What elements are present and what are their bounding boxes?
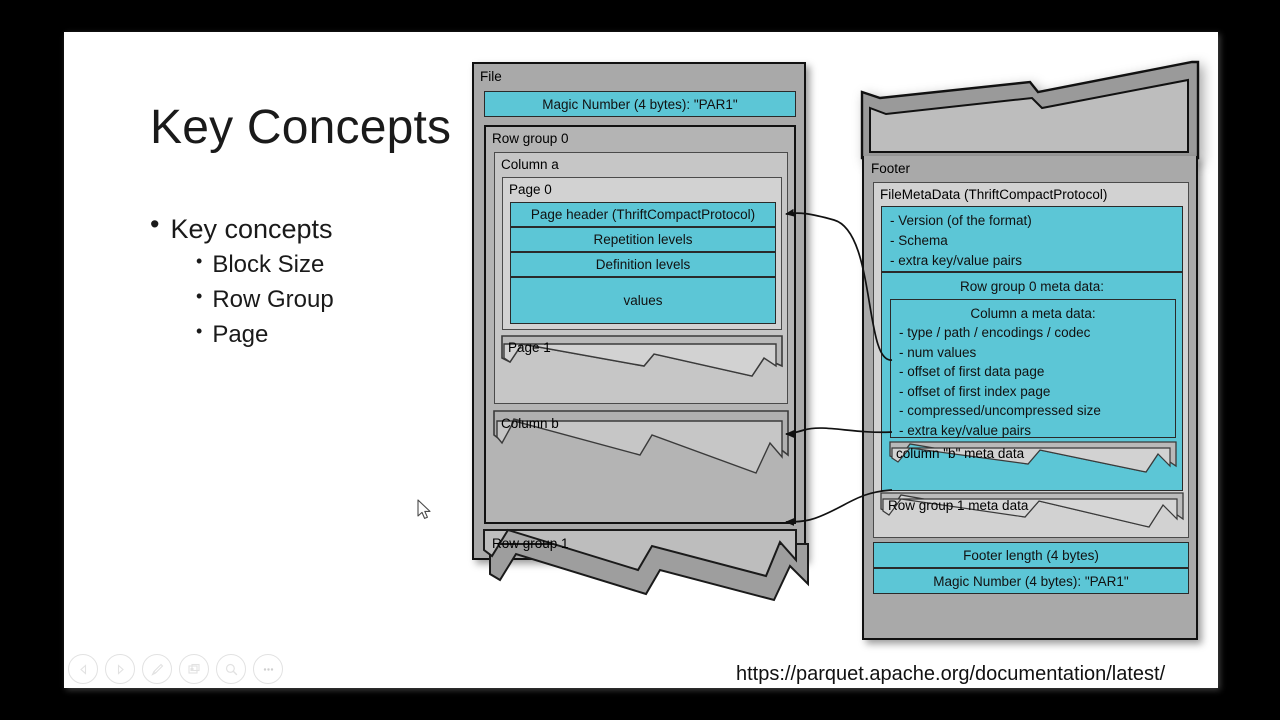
file-metadata-label: FileMetaData (ThriftCompactProtocol): [880, 187, 1108, 202]
previous-slide-button[interactable]: [68, 654, 98, 684]
page-header-block: Page header (ThriftCompactProtocol): [510, 202, 776, 227]
footer-panel-body: Footer FileMetaData (ThriftCompactProtoc…: [862, 156, 1198, 640]
column-a-meta-item: - type / path / encodings / codec: [899, 325, 1091, 340]
bullet-dot-icon: •: [196, 286, 203, 307]
bullet-dot-icon: •: [196, 251, 203, 272]
footer-length-block: Footer length (4 bytes): [873, 542, 1189, 568]
chevron-left-icon: [79, 663, 86, 675]
mouse-cursor: [417, 499, 431, 519]
column-a-meta: Column a meta data: - type / path / enco…: [890, 299, 1176, 438]
row-group-0-label: Row group 0: [492, 131, 569, 146]
slide-canvas: Key Concepts • Key concepts • Block Size…: [64, 32, 1218, 688]
page-title: Key Concepts: [150, 101, 452, 154]
column-a-meta-item: - compressed/uncompressed size: [899, 403, 1101, 419]
page-1-torn-shape: [501, 335, 783, 377]
metadata-item: - Schema: [890, 232, 948, 248]
chevron-right-icon: [117, 663, 124, 675]
pen-annotate-button[interactable]: [142, 654, 172, 684]
column-a-label: Column a: [501, 157, 559, 172]
footer-panel: Footer FileMetaData (ThriftCompactProtoc…: [860, 60, 1206, 640]
bullet-text: Page: [212, 320, 269, 348]
more-options-button[interactable]: [253, 654, 283, 684]
column-b-torn-shape: [493, 410, 789, 474]
footer-magic-number: Magic Number (4 bytes): "PAR1": [873, 568, 1189, 594]
file-metadata-box: FileMetaData (ThriftCompactProtocol) - V…: [873, 182, 1189, 538]
row-group-1: Row group 1: [483, 528, 809, 616]
file-panel-label: File: [480, 69, 502, 84]
pen-icon: [150, 663, 163, 676]
grid-slides-icon: [187, 663, 200, 674]
list-item: • Block Size: [196, 248, 480, 283]
magnifier-icon: [225, 663, 237, 675]
bullet-dot-icon: •: [150, 209, 160, 239]
column-a-meta-item: - offset of first index page: [899, 383, 1051, 399]
page-0-label: Page 0: [509, 182, 552, 197]
page-0: Page 0 Page header (ThriftCompactProtoco…: [502, 177, 782, 330]
column-a-meta-label: Column a meta data:: [970, 305, 1096, 321]
row-group-1-torn-shape: [483, 528, 809, 602]
row-group-0-meta: Row group 0 meta data: Column a meta dat…: [881, 272, 1183, 491]
source-url: https://parquet.apache.org/documentation…: [736, 663, 1166, 685]
column-b-meta-label: column "b" meta data: [896, 446, 1025, 461]
file-panel: File Magic Number (4 bytes): "PAR1" Row …: [472, 62, 809, 602]
slideshow-toolbar[interactable]: [68, 654, 283, 684]
file-magic-number: Magic Number (4 bytes): "PAR1": [484, 91, 796, 117]
zoom-in-button[interactable]: [216, 654, 246, 684]
column-b-label: Column b: [501, 416, 559, 431]
row-group-1-label: Row group 1: [492, 536, 569, 551]
row-group-0: Row group 0 Column a Page 0 Page header …: [484, 125, 796, 524]
bullet-text: Row Group: [212, 286, 334, 314]
list-item: • Key concepts: [150, 209, 480, 248]
bullet-dot-icon: •: [196, 320, 203, 341]
column-b-meta-torn-shape: [889, 441, 1177, 473]
column-a-meta-item: - num values: [899, 344, 977, 360]
all-slides-button[interactable]: [179, 654, 209, 684]
column-a-meta-item: - extra key/value pairs: [899, 422, 1032, 438]
row-group-0-meta-label: Row group 0 meta data:: [959, 278, 1105, 294]
ellipsis-icon: [263, 667, 273, 671]
page-1-label: Page 1: [508, 340, 551, 355]
bullet-text: Key concepts: [170, 214, 333, 244]
footer-panel-torn-top: [860, 60, 1200, 160]
column-b-meta: column "b" meta data: [889, 441, 1177, 488]
list-item: • Row Group: [196, 283, 480, 318]
column-a-meta-item: - offset of first data page: [899, 364, 1045, 380]
values-block: values: [510, 277, 776, 324]
metadata-item: - Version (of the format): [890, 213, 1032, 228]
list-item: • Page: [196, 318, 480, 353]
row-group-1-meta: Row group 1 meta data: [880, 492, 1184, 543]
column-a: Column a Page 0 Page header (ThriftCompa…: [494, 152, 788, 404]
definition-levels-block: Definition levels: [510, 252, 776, 277]
next-slide-button[interactable]: [105, 654, 135, 684]
repetition-levels-block: Repetition levels: [510, 227, 776, 252]
bullet-list: • Key concepts • Block Size • Row Group …: [150, 209, 480, 353]
bullet-text: Block Size: [212, 251, 325, 279]
column-b: Column b: [493, 410, 789, 503]
file-metadata-items: - Version (of the format) - Schema - ext…: [881, 206, 1183, 272]
metadata-item: - extra key/value pairs: [890, 252, 1023, 268]
footer-label: Footer: [871, 161, 911, 176]
page-1: Page 1: [501, 335, 783, 398]
row-group-1-meta-label: Row group 1 meta data: [888, 498, 1029, 513]
